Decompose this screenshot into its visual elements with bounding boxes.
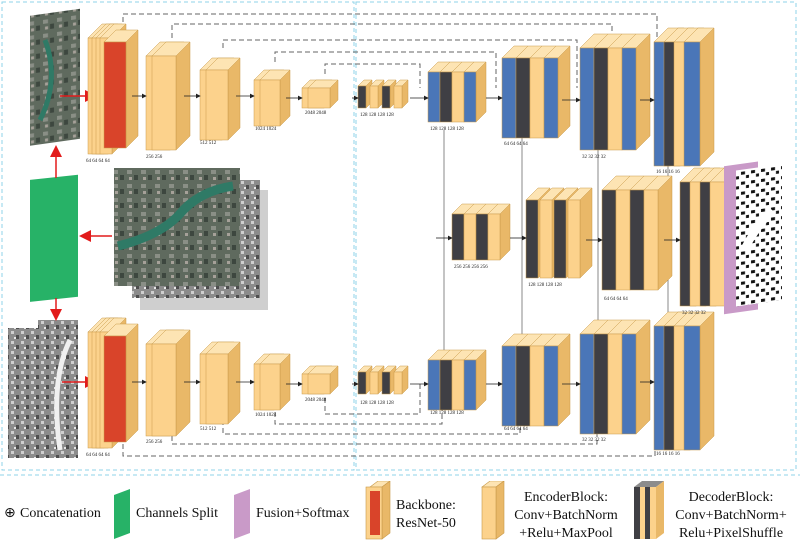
top-mid-dims: 128 128 128 128 <box>360 113 394 118</box>
bottom-e3-dims: 1024 1024 <box>255 413 277 418</box>
top-d1-dims: 128 128 128 128 <box>430 127 464 132</box>
top-e4-dims: 2048 2048 <box>305 111 327 116</box>
legend-encoder-3: +Relu+MaxPool <box>519 526 613 541</box>
bottom-encoder-1-layer-2 <box>151 329 191 437</box>
bottom-e2-dims: 512 512 <box>200 427 217 432</box>
legend-channels-split: Channels Split <box>136 506 219 521</box>
bottom-e1-dims: 256 256 <box>146 440 163 445</box>
mid-d1-dims: 256 256 256 256 <box>454 265 488 270</box>
top-encoder-3-layer-2 <box>259 69 291 127</box>
legend-encoder-2: Conv+BatchNorm <box>514 508 618 523</box>
top-mid-layer-4 <box>393 79 409 109</box>
top-encoder-2-layer-2 <box>205 57 241 141</box>
fusion-legend-icon <box>234 489 250 539</box>
bottom-d3-dims: 32 32 32 32 <box>582 438 606 443</box>
top-input-image <box>30 8 80 146</box>
legend: ⊕ Concatenation Channels Split Fusion+So… <box>0 475 800 549</box>
top-decoder-2-layer-4 <box>543 45 571 139</box>
legend-fusion-softmax: Fusion+Softmax <box>256 506 350 521</box>
top-backbone-red <box>103 29 139 149</box>
middle-branch-lines <box>443 130 669 350</box>
legend-decoder-1: DecoderBlock: <box>688 490 774 505</box>
legend-concatenation: Concatenation <box>20 506 101 521</box>
mid-decoder-2-layer-4 <box>567 187 593 279</box>
decoder-legend-icon <box>634 481 664 539</box>
legend-decoder-2: Conv+BatchNorm+ <box>675 508 787 523</box>
top-e1-dims: 256 256 <box>146 155 163 160</box>
channels-split-block <box>30 174 78 302</box>
concatenation-icon: ⊕ <box>4 505 16 521</box>
bottom-encoder-3-layer-2 <box>259 353 291 411</box>
top-d4-dims: 16 16 16 16 <box>656 170 680 175</box>
bottom-d4-dims: 16 16 16 16 <box>656 452 680 457</box>
top-encoder-4-layer-2 <box>307 79 339 109</box>
backbone-legend-icon <box>365 481 391 540</box>
bottom-input-image <box>8 320 78 458</box>
bottom-mid-layer-4 <box>393 365 409 395</box>
legend-backbone-1: Backbone: <box>396 498 456 513</box>
legend-backbone-2: ResNet-50 <box>396 516 456 531</box>
bottom-decoder-2-layer-4 <box>543 333 571 427</box>
mid-d3-dims: 64 64 64 64 <box>604 297 628 302</box>
top-backbone-dims: 64 64 64 64 <box>86 159 110 164</box>
legend-decoder-3: Relu+PixelShuffle <box>678 526 784 541</box>
mid-decoder-3-layer-4 <box>643 175 673 291</box>
top-decoder-1-layer-4 <box>463 61 487 123</box>
bottom-decoder-1-layer-4 <box>463 349 487 411</box>
top-encoder-1-layer-2 <box>151 41 191 151</box>
top-e2-dims: 512 512 <box>200 141 217 146</box>
network-blocks <box>87 23 741 451</box>
mid-decoder-1-layer-4 <box>487 203 511 261</box>
bottom-backbone-red <box>103 323 139 443</box>
output-map <box>736 164 782 307</box>
mid-d2-dims: 128 128 128 128 <box>528 283 562 288</box>
center-input-image <box>114 168 268 310</box>
bottom-encoder-2-layer-2 <box>205 341 241 425</box>
top-decoder-3-layer-4 <box>621 33 651 151</box>
encoder-legend-icon <box>481 481 505 540</box>
bottom-backbone-dims: 64 64 64 64 <box>86 453 110 458</box>
bottom-decoder-3-layer-4 <box>621 319 651 435</box>
bottom-e4-dims: 2048 2048 <box>305 398 327 403</box>
right-frame <box>355 1 797 471</box>
bottom-decoder-4-layer-4 <box>683 311 715 451</box>
top-e3-dims: 1024 1024 <box>255 127 277 132</box>
bottom-d2-dims: 64 64 64 64 <box>504 427 528 432</box>
bottom-encoder-4-layer-2 <box>307 365 339 395</box>
bottom-d1-dims: 128 128 128 128 <box>430 411 464 416</box>
bottom-mid-dims: 128 128 128 128 <box>360 401 394 406</box>
legend-encoder-1: EncoderBlock: <box>524 490 608 505</box>
top-d3-dims: 32 32 32 32 <box>582 155 606 160</box>
left-frame <box>1 1 355 471</box>
dimension-labels: 64 64 64 64 256 256 512 512 1024 1024 20… <box>86 111 706 458</box>
top-decoder-4-layer-4 <box>683 27 715 167</box>
mid-d4-dims: 32 32 32 32 <box>682 311 706 316</box>
channels-split-legend-icon <box>114 489 130 539</box>
top-d2-dims: 64 64 64 64 <box>504 142 528 147</box>
